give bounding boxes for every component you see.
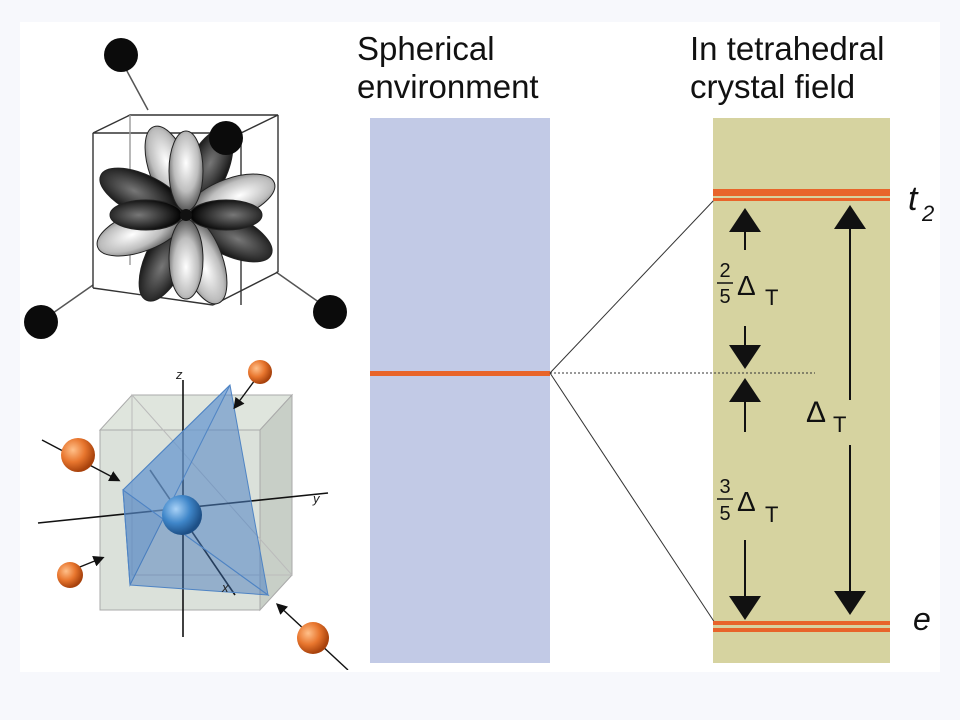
spherical-energy-level bbox=[370, 371, 550, 376]
upper-delta-subscript: T bbox=[765, 285, 778, 310]
lower-fraction-numerator: 3 bbox=[719, 476, 730, 498]
upper-fraction-numerator: 2 bbox=[719, 260, 730, 282]
t2-energy-level bbox=[713, 189, 890, 201]
d-orbital-lobes-icon bbox=[96, 125, 276, 305]
arrow-icon bbox=[233, 379, 256, 410]
total-delta-subscript: T bbox=[833, 412, 846, 437]
tetrahedral-heading: In tetrahedral crystal field bbox=[690, 30, 885, 105]
ligand-sphere-icon bbox=[24, 305, 58, 339]
connector-line-upper bbox=[549, 198, 716, 374]
lower-fraction-denominator: 5 bbox=[719, 503, 730, 525]
spherical-heading: Spherical environment bbox=[357, 30, 539, 105]
total-splitting-label: Δ T bbox=[806, 396, 846, 437]
ligand-sphere-icon bbox=[61, 438, 95, 472]
e-energy-level bbox=[713, 621, 890, 632]
e-label: e bbox=[913, 601, 931, 637]
ligand-sphere-icon bbox=[104, 38, 138, 72]
tetrahedron-axes-figure: z y x bbox=[37, 360, 349, 670]
ligand-sphere-icon bbox=[57, 562, 83, 588]
total-delta-symbol: Δ bbox=[806, 396, 826, 429]
d-orbital-cube-figure bbox=[24, 38, 347, 339]
t2-label: t bbox=[908, 180, 919, 218]
metal-sphere-icon bbox=[162, 495, 202, 535]
upper-fraction-denominator: 5 bbox=[719, 286, 730, 308]
t2-subscript: 2 bbox=[921, 201, 934, 226]
energy-level-diagram: 2 5 Δ T 3 5 Δ T Δ T t 2 e bbox=[370, 118, 934, 663]
ligand-sphere-icon bbox=[297, 622, 329, 654]
upper-delta-symbol: Δ bbox=[737, 270, 756, 301]
spherical-column bbox=[370, 118, 550, 663]
lower-delta-symbol: Δ bbox=[737, 486, 756, 517]
ligand-sphere-icon bbox=[313, 295, 347, 329]
ligand-sphere-icon bbox=[248, 360, 272, 384]
upper-splitting-label: 2 5 Δ T bbox=[717, 260, 778, 310]
connector-line-lower bbox=[549, 372, 716, 624]
axis-x-label: x bbox=[221, 580, 229, 595]
tetrahedron-icon bbox=[122, 383, 270, 597]
lower-splitting-label: 3 5 Δ T bbox=[717, 476, 778, 527]
ligand-sphere-icon bbox=[209, 121, 243, 155]
axis-z-label: z bbox=[175, 367, 183, 382]
lower-delta-subscript: T bbox=[765, 502, 778, 527]
axis-y-label: y bbox=[312, 491, 321, 506]
